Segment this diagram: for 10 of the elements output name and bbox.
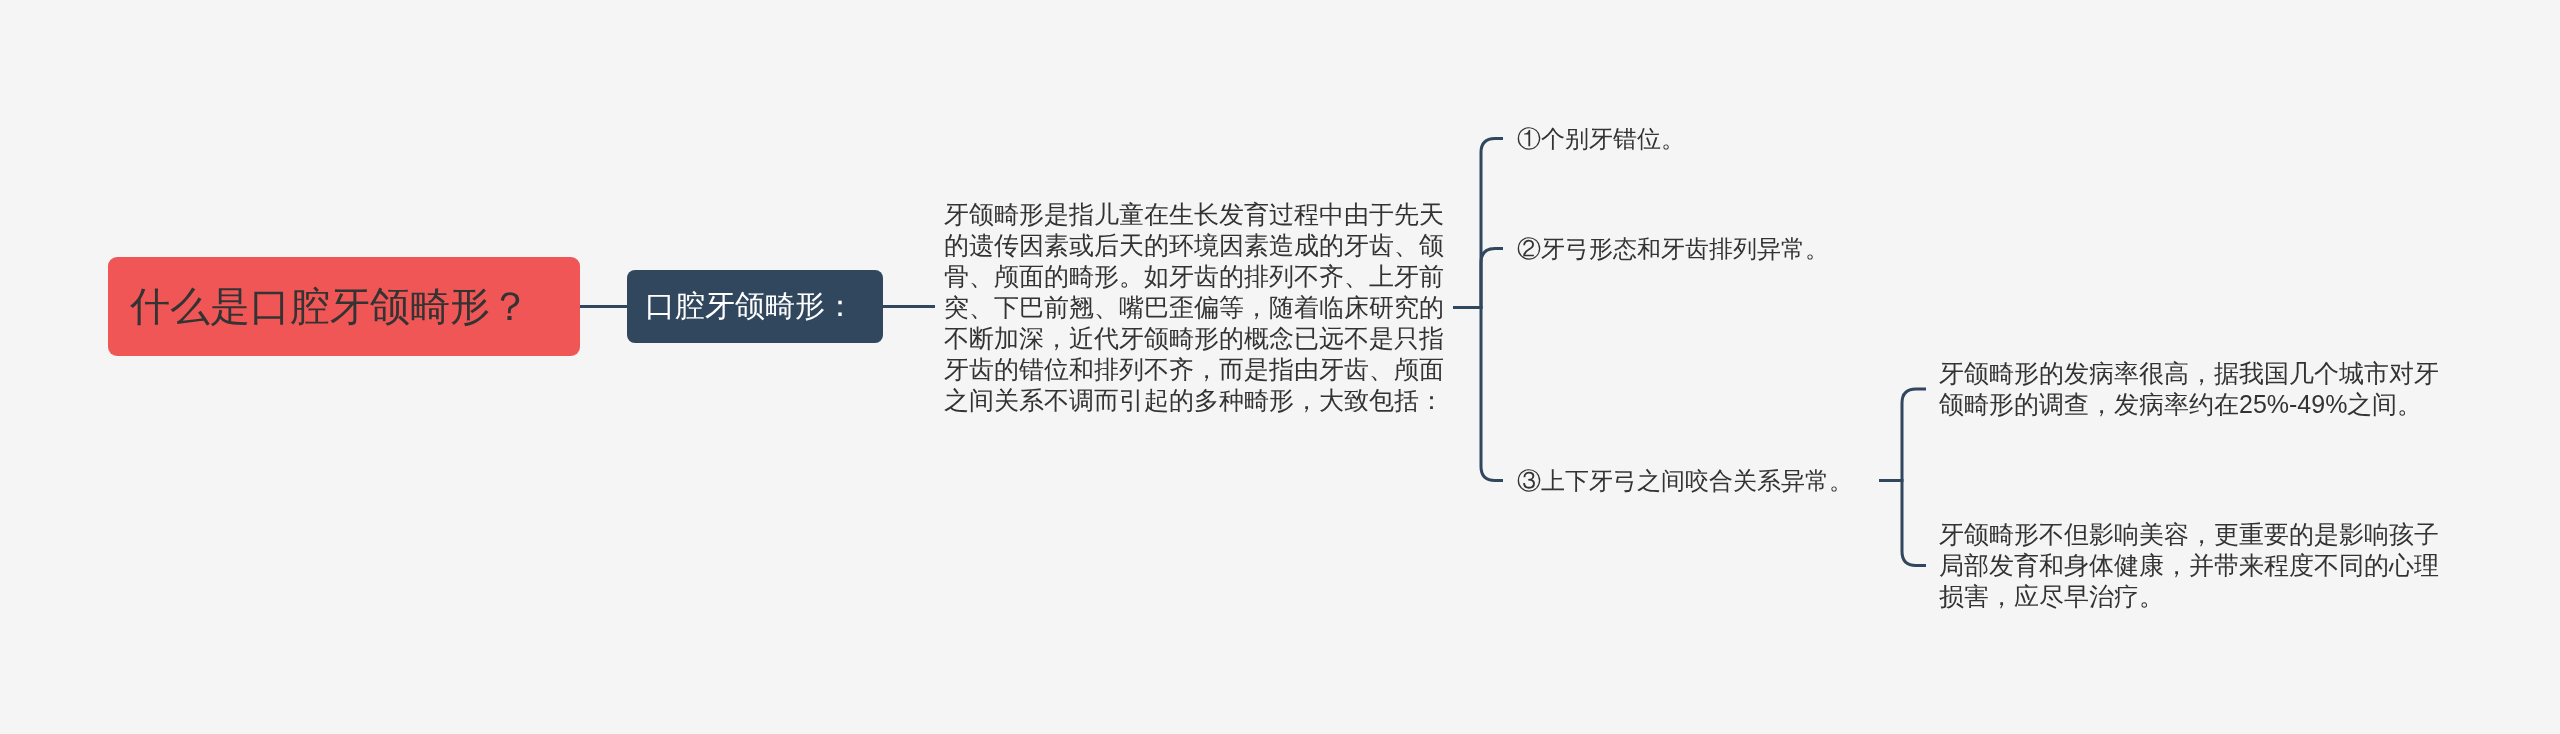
paragraph: 牙颌畸形的发病率很高，据我国几个城市对牙颌畸形的调查，发病率约在25%-49%之间。 (1926, 358, 2453, 420)
paragraph: 牙颌畸形不但影响美容，更重要的是影响孩子局部发育和身体健康，并带来程度不同的心理损害，应尽早治疗。 (1926, 519, 2453, 612)
connector-line (580, 305, 627, 308)
branch-text: ①个别牙错位。 (1503, 123, 1711, 154)
topic-box: 什么是口腔牙颌畸形？ (108, 257, 580, 356)
subtopic-box: 口腔牙颌畸形： (627, 270, 883, 343)
branch-text: ②牙弓形态和牙齿排列异常。 (1503, 233, 1855, 264)
branch-text: ③上下牙弓之间咬合关系异常。 (1503, 465, 1879, 496)
paragraph: 牙颌畸形是指儿童在生长发育过程中由于先天的遗传因素或后天的环境因素造成的牙齿、颌骨、颅面的畸形。如牙齿的排列不齐、上牙前突、下巴前翘、嘴巴歪偏等，随着临床研究的不断加深，近代牙颌畸形的概念已远不是只指牙齿的错位和排列不齐，而是指由牙齿、颅面之间关系不调而引起的多种畸形，大致包括： (935, 199, 1453, 416)
connector-line (883, 305, 935, 308)
